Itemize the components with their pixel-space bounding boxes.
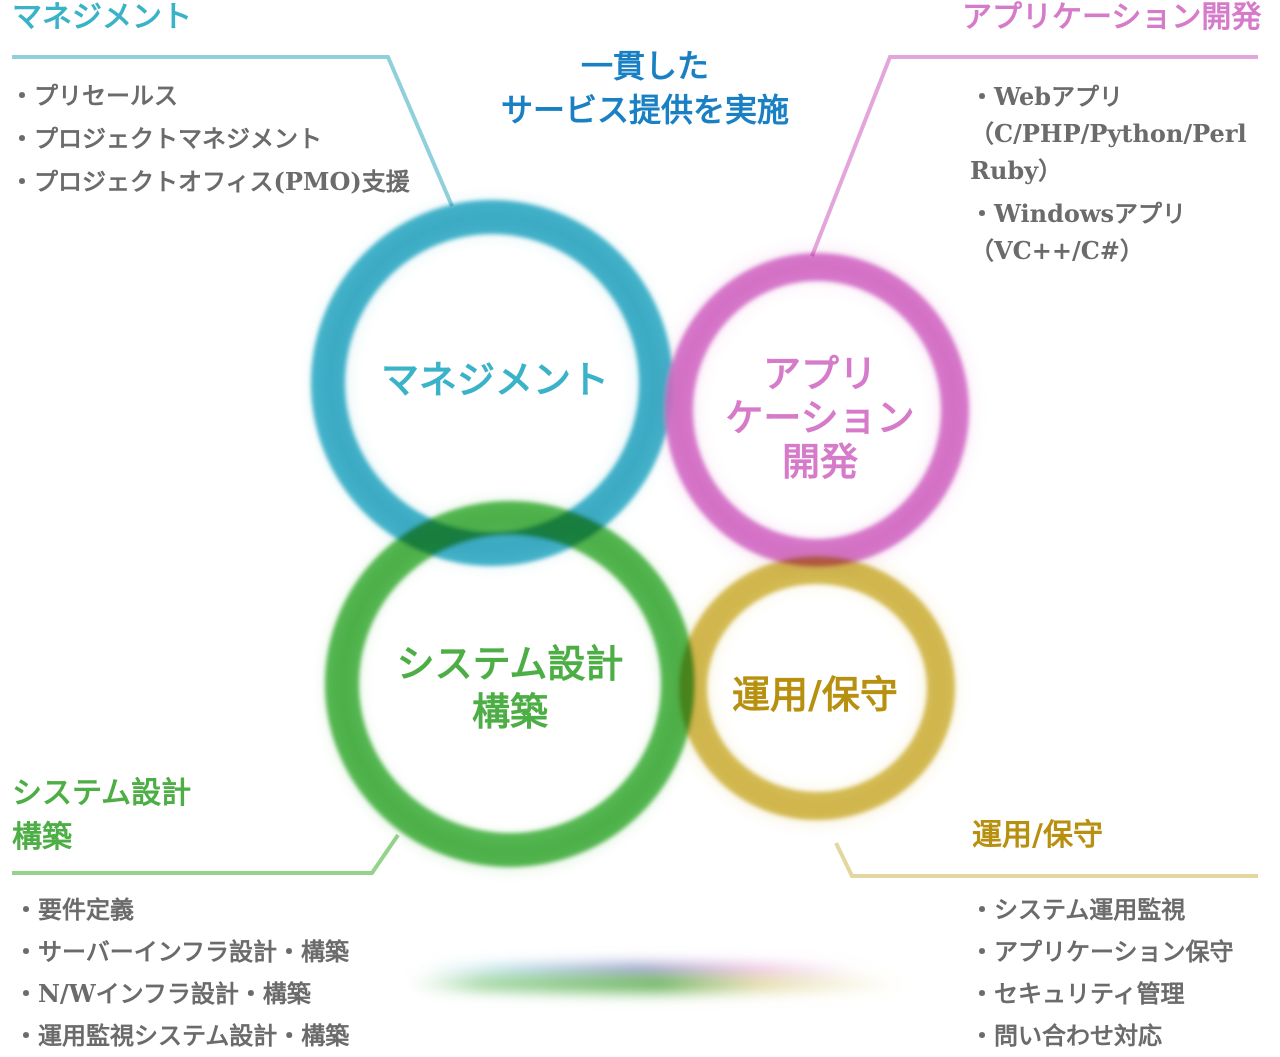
section-title-system-line1: システム設計: [12, 776, 192, 811]
list-item: ・Webアプリ （C/PHP/Python/Perl Ruby）: [970, 82, 1247, 185]
ring-label-management: マネジメント: [380, 357, 609, 402]
list-item: ・プロジェクトオフィス(PMO)支援: [10, 167, 410, 196]
ring-operations: [679, 556, 955, 820]
section-title-management: マネジメント: [12, 0, 192, 35]
list-item: ・サーバーインフラ設計・構築: [14, 937, 350, 966]
ring-application: [665, 253, 969, 567]
section-title-system: システム設計 構築: [12, 772, 191, 860]
ground-shadow: [405, 963, 915, 993]
list-item: ・プロジェクトマネジメント: [10, 124, 322, 153]
ring-system: [325, 501, 695, 867]
ring-label-application: アプリ ケーション 開発: [725, 351, 915, 484]
list-item: ・アプリケーション保守: [970, 937, 1234, 966]
system-item-list: ・要件定義 ・サーバーインフラ設計・構築 ・N/Wインフラ設計・構築 ・運用監視…: [14, 889, 349, 1057]
application-item-list: ・Webアプリ （C/PHP/Python/Perl Ruby） ・Window…: [970, 78, 1247, 275]
list-item: ・運用監視システム設計・構築: [14, 1021, 350, 1050]
ring-label-system: システム設計 構築: [396, 641, 624, 734]
connector-system: [12, 833, 400, 875]
ring-management: [311, 200, 673, 566]
list-item: ・システム運用監視: [970, 895, 1186, 924]
center-heading-line2: サービス提供を実施: [500, 91, 789, 129]
connector-operations: [834, 842, 1258, 878]
connector-management: [12, 55, 454, 207]
center-heading: 一貫した サービス提供を実施: [440, 44, 850, 132]
management-item-list: ・プリセールス ・プロジェクトマネジメント ・プロジェクトオフィス(PMO)支援: [10, 74, 410, 203]
list-item: ・プリセールス: [10, 81, 178, 110]
list-item: ・セキュリティ管理: [970, 979, 1185, 1008]
center-heading-line1: 一貫した: [580, 47, 709, 85]
ring-label-operations: 運用/保守: [732, 672, 898, 717]
operations-item-list: ・システム運用監視 ・アプリケーション保守 ・セキュリティ管理 ・問い合わせ対応: [970, 889, 1234, 1057]
section-title-application: アプリケーション開発: [962, 0, 1262, 35]
connector-application: [810, 55, 1258, 257]
list-item: ・要件定義: [14, 895, 134, 924]
list-item: ・Windowsアプリ （VC++/C#）: [970, 199, 1187, 265]
section-title-operations: 運用/保守: [972, 818, 1103, 853]
list-item: ・N/Wインフラ設計・構築: [14, 979, 311, 1008]
section-title-system-line2: 構築: [12, 820, 72, 855]
list-item: ・問い合わせ対応: [970, 1021, 1162, 1050]
